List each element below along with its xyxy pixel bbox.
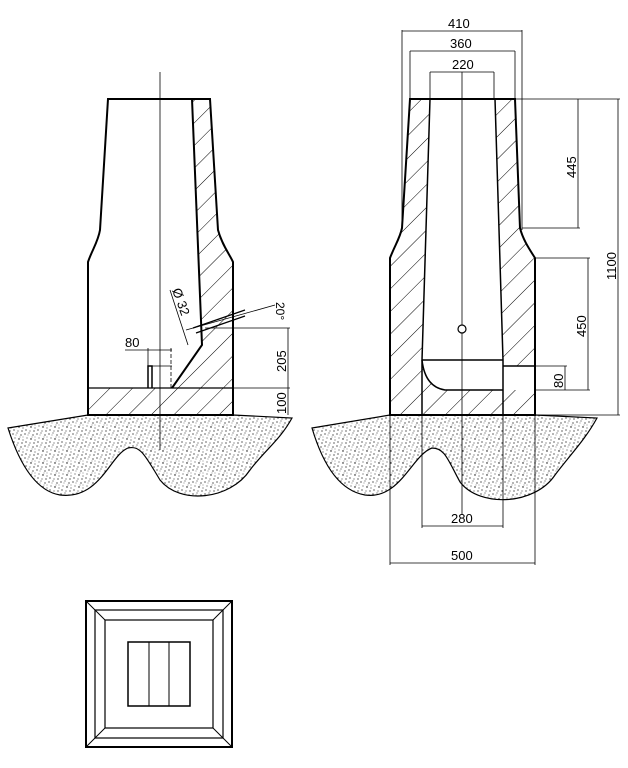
dim-80-side: 80 [125, 335, 139, 350]
side-view: 80 Ø 32 20° 205 100 [87, 72, 290, 450]
side-view-outline [87, 98, 234, 416]
section-view: 410 360 220 445 1100 450 80 280 500 [389, 16, 620, 565]
dim-1100: 1100 [604, 252, 619, 280]
dim-220: 220 [452, 57, 474, 72]
dim-100: 100 [274, 392, 289, 414]
dim-450: 450 [574, 315, 589, 337]
section-left-wall [390, 99, 535, 415]
dim-445: 445 [564, 156, 579, 178]
drain-hole [457, 324, 467, 334]
ground-soil-right [311, 414, 598, 501]
dim-hole-diameter: Ø 32 [169, 286, 193, 318]
ground-soil-left [7, 414, 293, 497]
side-view-inner-wall [171, 98, 204, 389]
dim-80-section: 80 [551, 374, 566, 388]
dim-205: 205 [274, 350, 289, 372]
dim-280: 280 [451, 511, 473, 526]
dim-360: 360 [450, 36, 472, 51]
dim-500: 500 [451, 548, 473, 563]
dim-angle: 20° [273, 302, 287, 320]
side-view-hatched-wall [88, 99, 233, 415]
dim-410: 410 [448, 16, 470, 31]
section-right-wall [495, 99, 535, 366]
plan-view [85, 600, 233, 748]
